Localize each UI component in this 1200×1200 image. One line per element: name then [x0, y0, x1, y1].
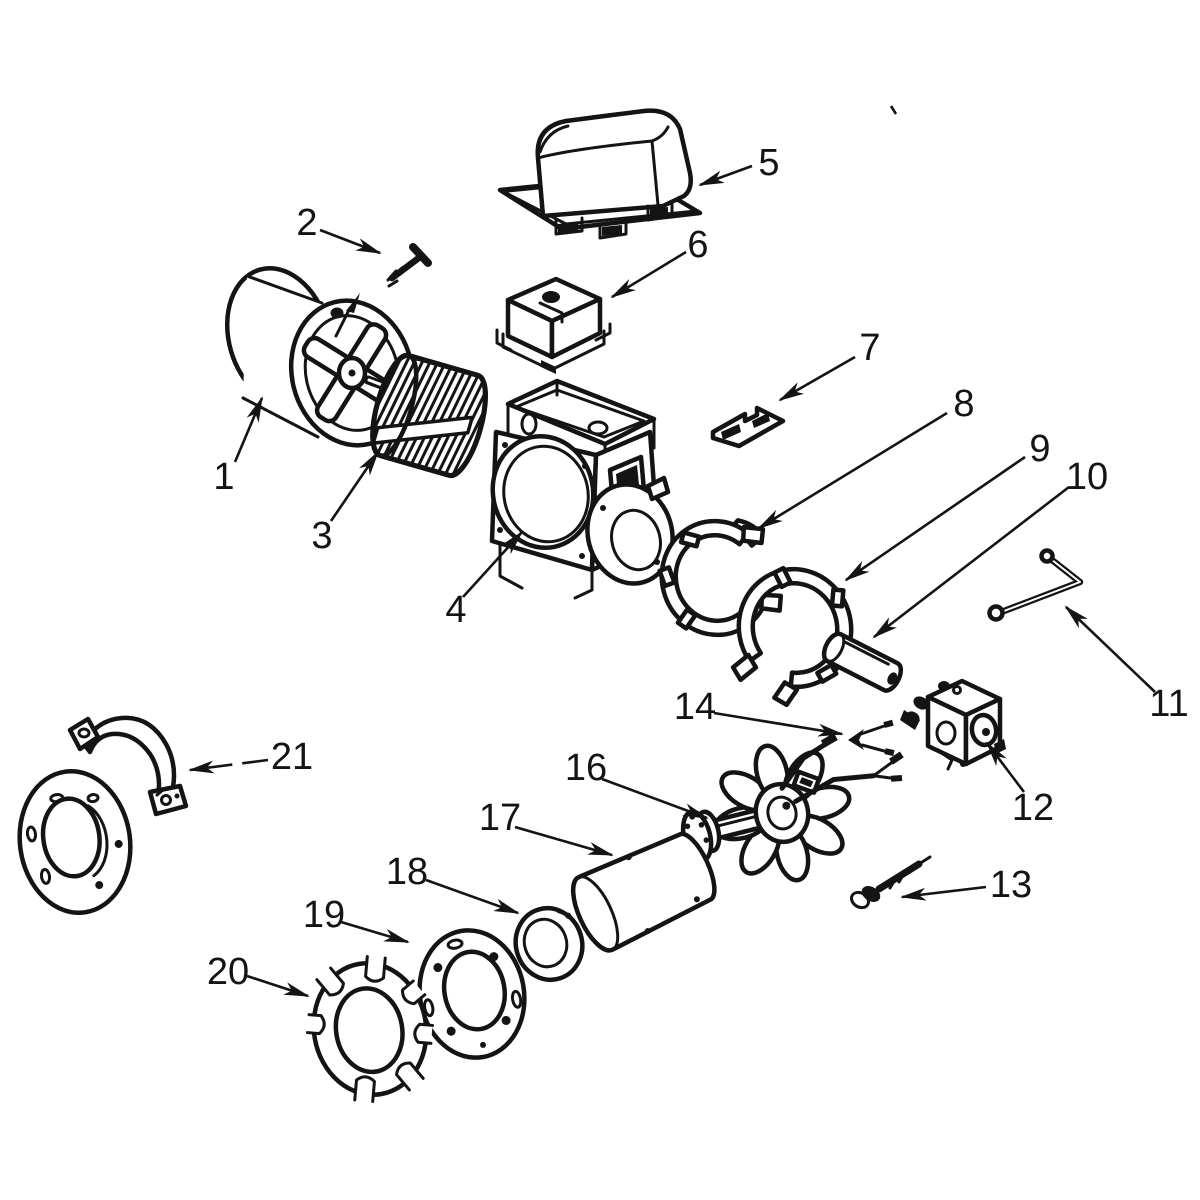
- leader-line-2: [319, 228, 382, 255]
- leader-line-3: [329, 450, 380, 522]
- part-cover-plate: [710, 405, 786, 449]
- callout-20: 20: [207, 951, 310, 998]
- part-air-tube: [570, 831, 717, 953]
- part-blower-wheel: [370, 352, 488, 479]
- part-retainer-ring: [513, 906, 585, 982]
- callout-8: 8: [757, 383, 975, 530]
- leader-line-20: [246, 974, 310, 998]
- part-mounting-flange: [417, 928, 527, 1060]
- part-number-4: 4: [445, 589, 466, 631]
- leader-line-16: [601, 777, 709, 820]
- part-number-7: 7: [859, 327, 880, 369]
- callout-11: 11: [1064, 605, 1189, 725]
- part-electrode-tip: [848, 719, 895, 756]
- leader-line-10: [872, 485, 1070, 639]
- part-number-16: 16: [565, 747, 607, 789]
- part-number-2: 2: [296, 202, 317, 244]
- leader-line-18: [425, 878, 520, 915]
- callout-21: 21: [188, 736, 313, 778]
- callout-9: 9: [844, 428, 1051, 582]
- stray-mark: [889, 105, 898, 115]
- callout-12: 12: [985, 741, 1054, 829]
- leader-line-21: [188, 758, 269, 774]
- leader-line-1: [233, 396, 264, 463]
- part-fuel-line: [987, 548, 1084, 622]
- leader-line-11: [1064, 605, 1156, 693]
- callout-4: 4: [445, 530, 524, 631]
- callout-3: 3: [311, 450, 380, 557]
- part-number-13: 13: [990, 864, 1032, 906]
- part-number-10: 10: [1066, 456, 1108, 498]
- callout-17: 17: [479, 797, 614, 857]
- part-strap-clamp: [67, 715, 189, 817]
- part-number-18: 18: [386, 851, 428, 893]
- part-coupling-tube: [821, 631, 904, 693]
- part-clamp-half: [657, 518, 784, 638]
- leader-line-7: [778, 355, 856, 402]
- callout-5: 5: [698, 142, 780, 187]
- callout-19: 19: [303, 894, 410, 944]
- callout-2: 2: [296, 202, 382, 255]
- leader-line-12: [985, 741, 1026, 793]
- leader-line-19: [340, 920, 410, 944]
- part-slotted-gasket: [305, 954, 435, 1104]
- motor-stud-tip: [346, 293, 360, 313]
- part-number-6: 6: [687, 224, 708, 266]
- part-number-1: 1: [213, 456, 234, 498]
- part-junction-box: [495, 276, 612, 374]
- callout-16: 16: [565, 747, 709, 820]
- part-ignition-transformer: [497, 108, 703, 240]
- part-number-20: 20: [207, 951, 249, 993]
- callout-18: 18: [386, 851, 520, 915]
- part-number-17: 17: [479, 797, 521, 839]
- callout-7: 7: [778, 327, 881, 402]
- part-number-5: 5: [758, 142, 779, 184]
- part-clamp-ring: [730, 565, 854, 708]
- leader-line-8: [757, 411, 948, 530]
- part-number-11: 11: [1149, 683, 1188, 725]
- part-number-8: 8: [953, 383, 974, 425]
- leader-line-9: [844, 455, 1026, 582]
- part-flange-ring: [17, 769, 133, 915]
- part-number-3: 3: [311, 515, 332, 557]
- leader-line-6: [610, 250, 687, 299]
- housing-outlet-flange: [585, 482, 675, 586]
- part-fuel-pump: [900, 678, 1006, 771]
- leader-line-13: [900, 885, 987, 901]
- part-number-14: 14: [674, 686, 716, 728]
- part-blower-housing: [489, 378, 675, 600]
- callout-14: 14: [674, 686, 844, 737]
- callout-6: 6: [610, 224, 709, 299]
- part-number-9: 9: [1029, 428, 1050, 470]
- callouts: 1 2 3 4 5 6 7 8: [188, 142, 1189, 998]
- part-number-12: 12: [1012, 787, 1054, 829]
- leader-line-5: [698, 164, 753, 187]
- leader-line-17: [514, 825, 614, 857]
- part-number-21: 21: [271, 736, 313, 778]
- part-number-19: 19: [303, 894, 345, 936]
- callout-10: 10: [872, 456, 1108, 639]
- part-screw-2: [386, 243, 432, 288]
- part-screw-13: [850, 855, 932, 910]
- leader-line-14: [713, 711, 844, 737]
- callout-13: 13: [900, 864, 1032, 906]
- callout-1: 1: [213, 396, 264, 498]
- leader-line-4: [462, 530, 524, 598]
